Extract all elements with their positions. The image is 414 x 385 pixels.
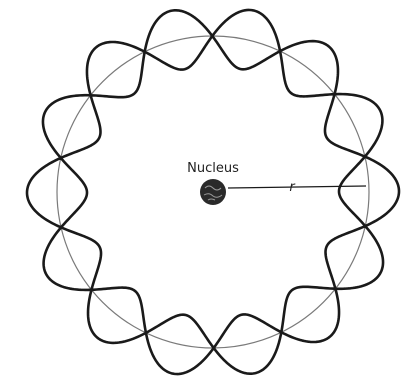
nucleus <box>200 179 226 205</box>
nucleus-label: Nucleus <box>187 161 239 176</box>
radius-line <box>228 186 366 188</box>
